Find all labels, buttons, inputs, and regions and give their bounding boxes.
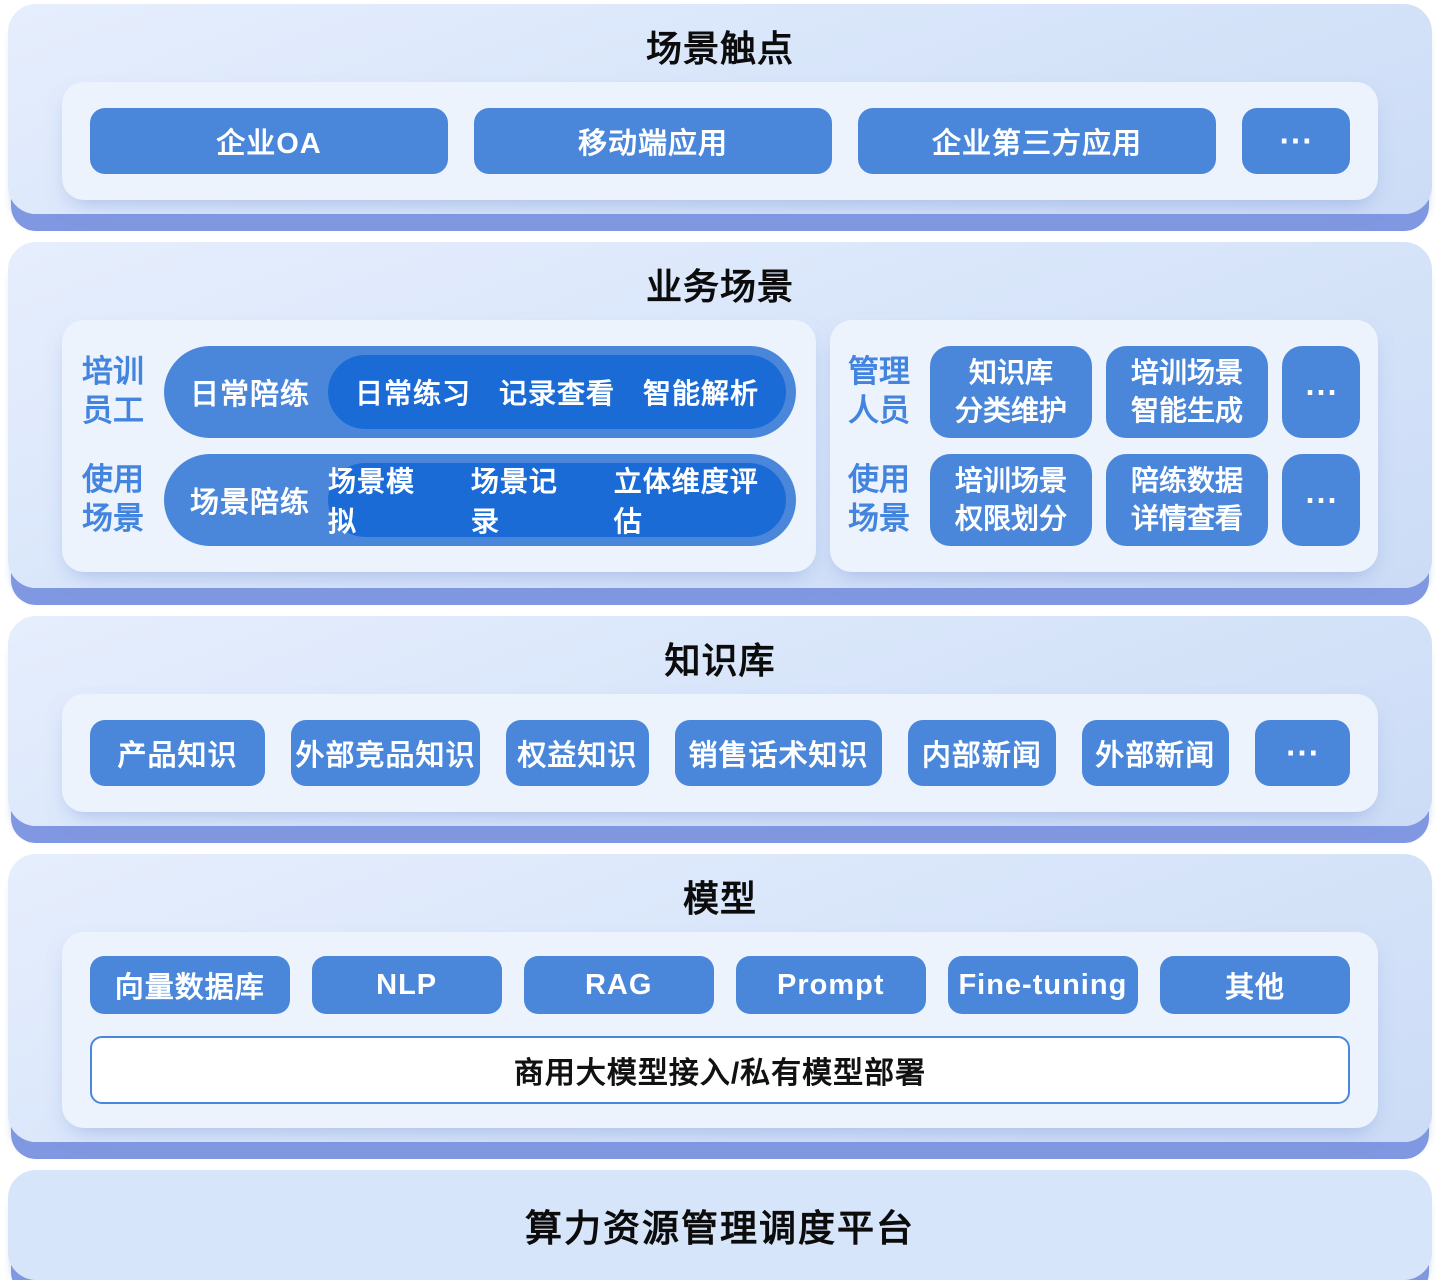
node-internal-news: 内部新闻 bbox=[908, 720, 1056, 786]
business-title: 业务场景 bbox=[645, 266, 794, 307]
node-scene-permission-division: 培训场景 权限划分 bbox=[930, 454, 1092, 546]
node-competitor-knowledge: 外部竞品知识 bbox=[291, 720, 480, 786]
manager-row-bottom: 使用 场景 培训场景 权限划分 陪练数据 详情查看 ⋯ bbox=[842, 454, 1360, 546]
model-title: 模型 bbox=[682, 878, 757, 919]
node-rag: RAG bbox=[523, 956, 714, 1014]
node-sales-script-knowledge: 销售话术知识 bbox=[674, 720, 883, 786]
business-panels: 培训 员工 日常陪练 日常练习 记录查看 智能解析 使用 场景 场景陪练 bbox=[62, 320, 1378, 572]
compute-platform-title: 算力资源管理调度平台 bbox=[525, 1208, 915, 1249]
daily-coaching-items: 日常练习 记录查看 智能解析 bbox=[328, 355, 786, 429]
daily-coaching-pill: 日常陪练 日常练习 记录查看 智能解析 bbox=[164, 346, 796, 438]
touchpoints-ellipsis-node: ⋯ bbox=[1242, 108, 1350, 174]
node-fine-tuning: Fine-tuning bbox=[947, 956, 1138, 1014]
touchpoints-title: 场景触点 bbox=[645, 28, 794, 69]
node-kb-category-maintenance: 知识库 分类维护 bbox=[930, 346, 1092, 438]
scenario-coaching-row: 使用 场景 场景陪练 场景模拟 场景记录 立体维度评估 bbox=[76, 454, 796, 546]
node-daily-practice: 日常练习 bbox=[354, 378, 471, 409]
node-scenario-simulation: 场景模拟 bbox=[328, 466, 416, 537]
manager-row-top: 管理 人员 知识库 分类维护 培训场景 智能生成 ⋯ bbox=[842, 346, 1360, 438]
node-benefits-knowledge: 权益知识 bbox=[505, 720, 649, 786]
scenario-coaching-label: 场景陪练 bbox=[190, 487, 311, 519]
daily-coaching-label: 日常陪练 bbox=[190, 379, 311, 411]
daily-coaching-row: 培训 员工 日常陪练 日常练习 记录查看 智能解析 bbox=[76, 346, 796, 438]
node-other: 其他 bbox=[1159, 956, 1350, 1014]
section-business-scenarios: 业务场景 培训 员工 日常陪练 日常练习 记录查看 智能解析 使用 场景 bbox=[8, 242, 1432, 588]
section-touchpoints: 场景触点 企业OA 移动端应用 企业第三方应用 ⋯ bbox=[8, 4, 1432, 214]
model-row: 向量数据库 NLP RAG Prompt Fine-tuning 其他 bbox=[90, 956, 1350, 1014]
node-nlp: NLP bbox=[311, 956, 502, 1014]
section-compute-platform: 算力资源管理调度平台 bbox=[8, 1170, 1432, 1280]
node-mobile-app: 移动端应用 bbox=[474, 108, 832, 174]
trainee-label-bottom: 使用 场景 bbox=[82, 462, 144, 536]
section-model: 模型 向量数据库 NLP RAG Prompt Fine-tuning 其他 商… bbox=[8, 854, 1432, 1142]
node-product-knowledge: 产品知识 bbox=[90, 720, 266, 786]
section-knowledge-base: 知识库 产品知识 外部竞品知识 权益知识 销售话术知识 内部新闻 外部新闻 ⋯ bbox=[8, 616, 1432, 826]
node-multidimensional-evaluation: 立体维度评估 bbox=[613, 466, 759, 537]
node-scenario-record: 场景记录 bbox=[470, 466, 558, 537]
scenario-coaching-items: 场景模拟 场景记录 立体维度评估 bbox=[328, 463, 786, 537]
knowledge-ellipsis-node: ⋯ bbox=[1255, 720, 1351, 786]
node-third-party-app: 企业第三方应用 bbox=[858, 108, 1216, 174]
node-vector-database: 向量数据库 bbox=[90, 956, 290, 1014]
touchpoints-panel: 企业OA 移动端应用 企业第三方应用 ⋯ bbox=[62, 82, 1378, 200]
manager-ellipsis-top-node: ⋯ bbox=[1282, 346, 1360, 438]
manager-ellipsis-bottom-node: ⋯ bbox=[1282, 454, 1360, 546]
trainee-usage-panel: 培训 员工 日常陪练 日常练习 记录查看 智能解析 使用 场景 场景陪练 bbox=[62, 320, 816, 572]
knowledge-title: 知识库 bbox=[664, 640, 776, 681]
node-enterprise-oa: 企业OA bbox=[90, 108, 448, 174]
node-coaching-data-detail: 陪练数据 详情查看 bbox=[1106, 454, 1268, 546]
node-training-scene-generation: 培训场景 智能生成 bbox=[1106, 346, 1268, 438]
node-smart-analysis: 智能解析 bbox=[643, 378, 760, 409]
scenario-coaching-pill: 场景陪练 场景模拟 场景记录 立体维度评估 bbox=[164, 454, 796, 546]
node-record-view: 记录查看 bbox=[499, 378, 616, 409]
knowledge-panel: 产品知识 外部竞品知识 权益知识 销售话术知识 内部新闻 外部新闻 ⋯ bbox=[62, 694, 1378, 812]
manager-usage-panel: 管理 人员 知识库 分类维护 培训场景 智能生成 ⋯ 使用 场景 培训场景 权限… bbox=[830, 320, 1378, 572]
model-panel: 向量数据库 NLP RAG Prompt Fine-tuning 其他 商用大模… bbox=[62, 932, 1378, 1128]
node-llm-access-deployment-bar: 商用大模型接入/私有模型部署 bbox=[90, 1036, 1350, 1104]
node-prompt: Prompt bbox=[735, 956, 926, 1014]
manager-label-bottom: 使用 场景 bbox=[848, 462, 910, 536]
manager-label-top: 管理 人员 bbox=[848, 354, 910, 428]
trainee-label-top: 培训 员工 bbox=[82, 354, 144, 428]
node-external-news: 外部新闻 bbox=[1081, 720, 1230, 786]
